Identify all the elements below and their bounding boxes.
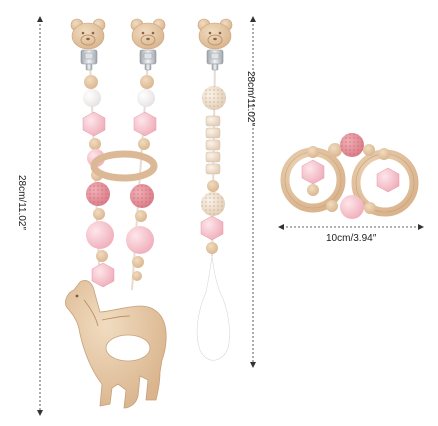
- metal-clip-icon-3: [206, 49, 224, 71]
- metal-clip-icon: [80, 49, 98, 71]
- double-ring-rattle: [280, 133, 419, 219]
- bear-clip-icon-3: [197, 18, 233, 50]
- dimension-arrow-middle-top: [250, 16, 256, 22]
- dimension-arrow-left-bottom: [37, 410, 43, 416]
- dimension-arrow-right-left: [278, 224, 284, 230]
- pacifier-clip-cord: [196, 18, 233, 362]
- pink-hex-bead-3: [133, 111, 157, 137]
- width-label-rattle: 10cm/3.94″: [326, 233, 377, 244]
- metal-clip-icon-2: [139, 49, 157, 71]
- length-label-middle: 28cm/11.02″: [245, 70, 257, 127]
- bear-clip-icon: [70, 18, 106, 50]
- dimension-arrow-right-right: [418, 224, 424, 230]
- pink-hex-bead-4: [200, 215, 224, 241]
- dimension-arrow-middle-bottom: [250, 362, 256, 368]
- bear-clip-icon-2: [130, 18, 166, 50]
- dimension-arrow-left-top: [37, 16, 43, 22]
- pacifier-clip-llama: [65, 18, 167, 409]
- wooden-ring: [90, 150, 158, 182]
- pacifier-cord: [196, 255, 231, 362]
- length-label-left: 28cm/11.02″: [16, 174, 28, 231]
- pink-hex-bead: [82, 111, 106, 137]
- pink-hex-bead-2: [91, 262, 115, 288]
- pink-hex-bead-5: [301, 159, 325, 185]
- pacifier-clip-beads: [90, 18, 166, 291]
- pink-hex-bead-6: [376, 167, 400, 193]
